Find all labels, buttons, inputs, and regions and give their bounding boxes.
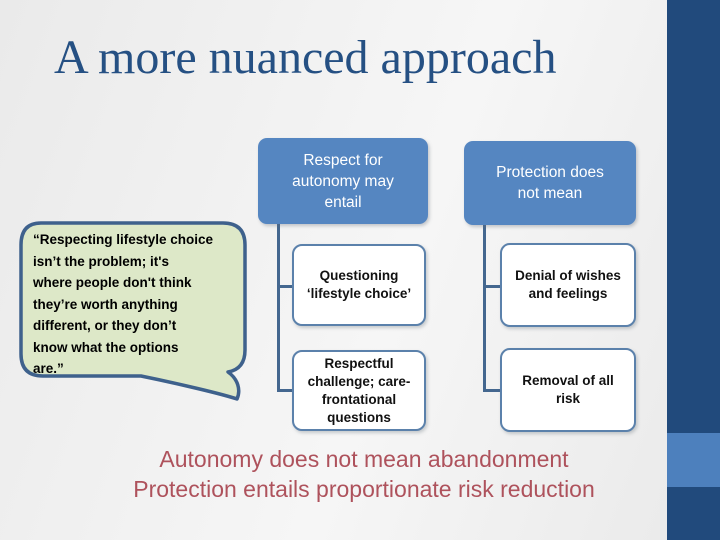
footer-statements: Autonomy does not mean abandonment Prote… [34,444,694,504]
node-removal-risk: Removal of all risk [500,348,636,432]
connector-left-stub-1 [277,285,293,288]
connector-right-stub-2 [483,389,501,392]
quote-text: “Respecting lifestyle choice isn’t the p… [33,232,214,376]
connector-right-vertical [483,225,486,392]
node-questioning-lifestyle: Questioning ‘lifestyle choice’ [292,244,426,326]
node-respectful-challenge: Respectful challenge; care- frontational… [292,350,426,431]
footer-line-2: Protection entails proportionate risk re… [133,476,595,502]
accent-light-square [667,433,720,487]
node-denial-wishes: Denial of wishes and feelings [500,243,636,327]
right-accent-bar [667,0,720,540]
accent-dark-top [667,0,720,433]
speech-bubble-shape [19,221,247,401]
connector-left-vertical [277,224,280,392]
connector-left-stub-2 [277,389,293,392]
header-respect-autonomy: Respect for autonomy may entail [258,138,428,224]
connector-right-stub-1 [483,285,501,288]
speech-bubble [19,221,247,401]
header-protection: Protection does not mean [464,141,636,225]
footer-line-1: Autonomy does not mean abandonment [159,446,569,472]
slide-title: A more nuanced approach [54,31,557,84]
accent-dark-bottom [667,487,720,540]
